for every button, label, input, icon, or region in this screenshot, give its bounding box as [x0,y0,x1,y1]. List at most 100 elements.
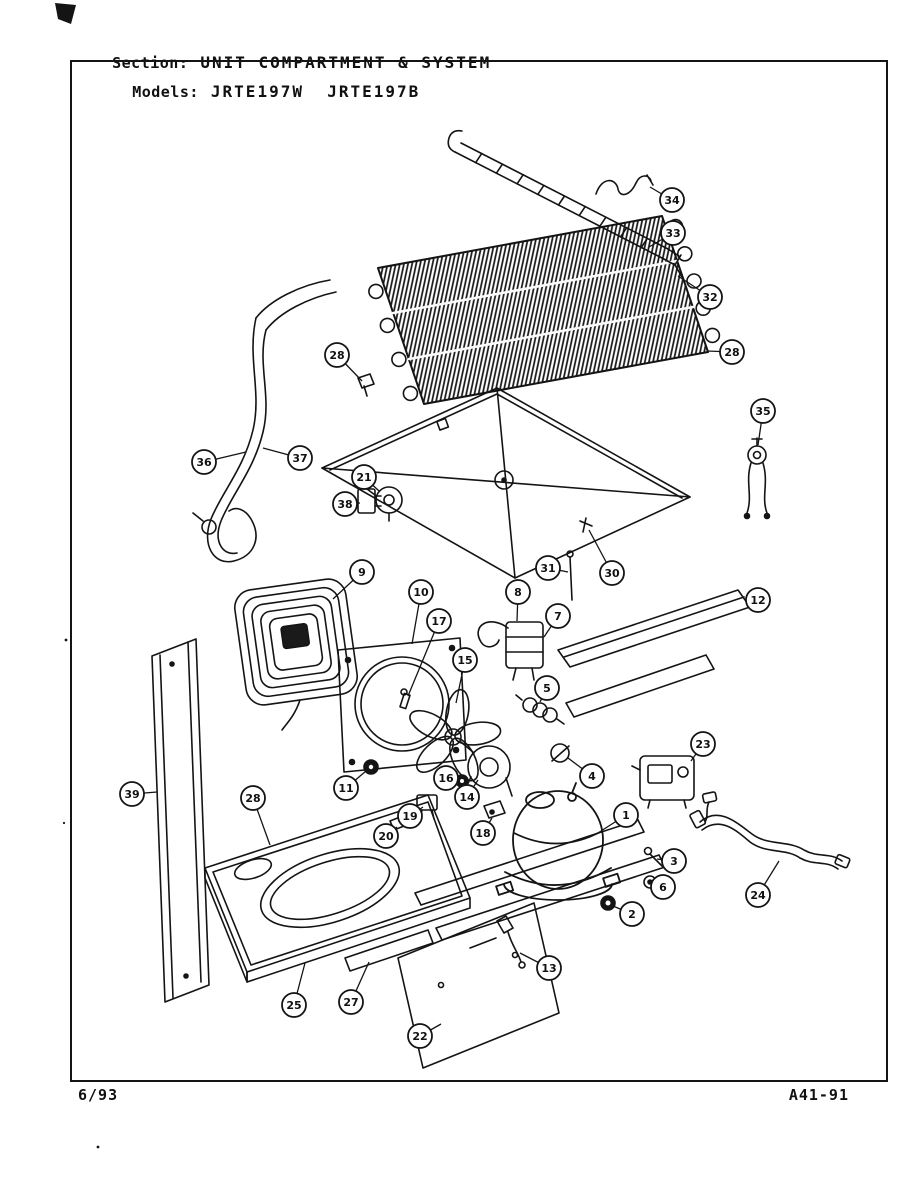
evaporator-plate [321,387,691,579]
svg-text:22: 22 [412,1030,427,1043]
callout-15: 15 [452,647,478,704]
callout-25: 25 [281,962,307,1018]
callout-18: 18 [470,817,496,846]
scan-artifacts [55,3,100,1149]
shroud-grommet [363,759,379,775]
svg-text:17: 17 [431,615,446,628]
callout-22: 22 [407,1023,442,1049]
callout-8: 8 [505,579,531,622]
callout-16: 16 [433,765,461,791]
svg-text:20: 20 [378,830,394,843]
svg-text:23: 23 [695,738,710,751]
svg-text:10: 10 [413,586,429,599]
svg-text:36: 36 [196,456,212,469]
svg-text:30: 30 [604,567,620,580]
heat-exchanger-tubes [192,279,337,563]
section-label: Section: [112,54,189,72]
plate-clip [579,517,593,533]
cover-tail [281,699,301,731]
svg-text:25: 25 [286,999,301,1012]
callout-20: 20 [373,823,399,849]
section-title: UNIT COMPARTMENT & SYSTEM [200,53,492,72]
svg-text:27: 27 [343,996,358,1009]
callout-1: 1 [600,802,639,832]
coil-spring [515,694,565,725]
callout-32: 32 [677,275,723,310]
callout-4: 4 [567,757,605,789]
svg-text:8: 8 [514,586,522,599]
partition-panel [151,638,210,1003]
callout-33: 33 [648,220,686,248]
fan-shroud [337,637,467,773]
evaporator-coil [368,215,721,405]
callout-9: 9 [332,559,375,600]
base-pan [204,794,471,983]
svg-text:28: 28 [245,792,260,805]
callout-14: 14 [454,779,480,810]
relay-box [631,755,695,809]
callout-13: 13 [519,952,562,981]
callout-24: 24 [745,860,780,908]
clamp [550,743,570,763]
svg-text:37: 37 [292,452,307,465]
callout-38: 38 [332,491,361,517]
callout-5: 5 [534,675,560,703]
section-header: Section: UNIT COMPARTMENT & SYSTEM [76,35,491,90]
mounting-rail [557,589,751,718]
svg-text:34: 34 [664,194,680,207]
svg-text:9: 9 [358,566,366,579]
wiring-harness [689,791,851,870]
svg-text:13: 13 [541,962,556,975]
callout-30: 30 [588,529,625,586]
svg-text:16: 16 [438,772,454,785]
callout-2: 2 [612,901,645,927]
page-footer: 6/93 A41-91 [70,1086,889,1104]
svg-text:14: 14 [459,791,475,804]
callout-35: 35 [750,398,776,446]
evaporator-clip-left [357,373,375,397]
evaporator-cover [234,578,358,706]
svg-text:4: 4 [588,770,596,783]
callout-28: 28 [240,785,271,846]
svg-text:35: 35 [755,405,770,418]
svg-text:15: 15 [457,654,472,667]
motor-bracket [483,800,506,819]
callout-layer: 1234567891011121314151617181920212223242… [119,186,780,1049]
models-line: Models:JRTE197W JRTE197B [78,64,420,119]
svg-text:28: 28 [724,346,739,359]
svg-text:38: 38 [337,498,352,511]
callout-34: 34 [649,186,685,213]
callout-3: 3 [656,848,687,874]
defrost-control [477,621,544,681]
svg-text:12: 12 [750,594,765,607]
svg-text:33: 33 [665,227,680,240]
svg-text:31: 31 [540,562,555,575]
callout-10: 10 [408,579,434,645]
starter-device [743,437,771,520]
callout-31: 31 [535,555,569,581]
heater-rail [447,129,683,278]
svg-text:32: 32 [702,291,717,304]
svg-text:5: 5 [543,682,551,695]
footer-page-number: A41-91 [788,1086,849,1104]
drain-tube [496,915,526,969]
svg-text:2: 2 [628,908,636,921]
callout-36: 36 [191,449,247,475]
callout-23: 23 [690,731,716,762]
callout-11: 11 [333,770,367,801]
shroud-stud [399,688,411,710]
svg-text:7: 7 [554,610,562,623]
svg-text:3: 3 [670,855,678,868]
support-rail [344,929,434,972]
hanger-wire [595,174,654,196]
compressor [495,782,622,901]
callout-19: 19 [397,803,424,829]
diagram-border-box: Models:JRTE197W JRTE197B [70,60,888,1082]
models-value: JRTE197W JRTE197B [210,82,421,101]
callout-17: 17 [407,608,452,697]
svg-text:39: 39 [124,788,139,801]
svg-text:18: 18 [475,827,490,840]
svg-text:28: 28 [329,349,344,362]
